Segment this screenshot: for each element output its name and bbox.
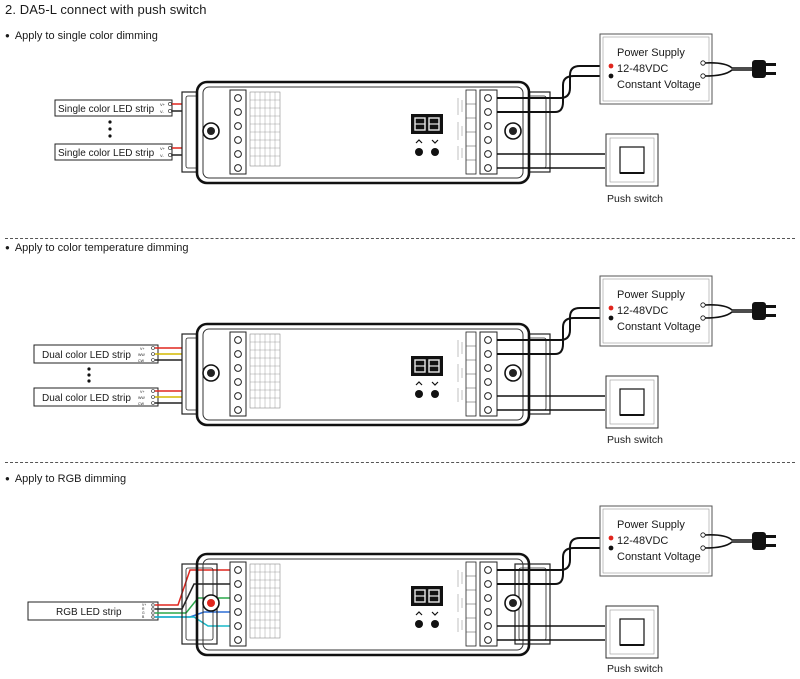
svg-text:V+: V+: [140, 390, 145, 394]
wiring-diagram-rgb: RGB LED strip V+RGB: [27, 505, 776, 675]
bullet-icon: ●: [5, 474, 10, 483]
push-switch: Push switch: [605, 133, 663, 205]
page-title: 2. DA5-L connect with push switch: [5, 2, 207, 17]
power-supply-mode: Constant Voltage: [617, 321, 701, 333]
led-strip-label: Single color LED strip: [58, 148, 155, 159]
power-supply-label: Power Supply: [617, 519, 685, 531]
svg-text:V+: V+: [160, 146, 166, 151]
ellipsis-dots: [108, 120, 112, 138]
bullet-icon: ●: [5, 31, 10, 40]
led-strip-label: Single color LED strip: [58, 104, 155, 115]
led-strip: Single color LED strip V+ V-: [54, 143, 173, 161]
svg-text:V+: V+: [142, 603, 146, 607]
power-plug-icon: [752, 60, 776, 78]
section-heading-text: Apply to RGB dimming: [14, 473, 127, 485]
push-switch-label: Push switch: [607, 663, 663, 675]
power-supply: Power Supply 12-48VDC Constant Voltage: [599, 275, 713, 347]
power-supply-mode: Constant Voltage: [617, 551, 701, 563]
wiring-diagram-color-temperature: Dual color LED strip V+ WW CW Dual color L…: [33, 275, 776, 446]
bullet-icon: ●: [5, 243, 10, 252]
push-switch: Push switch: [605, 605, 663, 675]
svg-text:CW: CW: [138, 359, 145, 363]
svg-text:WW: WW: [138, 353, 145, 357]
led-strip: Dual color LED strip V+ WW CW: [33, 387, 159, 407]
da5-l-controller: [181, 80, 551, 185]
da5-l-controller: [181, 552, 551, 657]
svg-text:G: G: [142, 611, 145, 615]
power-supply: Power Supply 12-48VDC Constant Voltage: [599, 505, 713, 577]
power-supply-label: Power Supply: [617, 47, 685, 59]
power-supply: Power Supply 12-48VDC Constant Voltage: [599, 33, 713, 105]
push-switch-label: Push switch: [607, 434, 663, 446]
led-strip-label: Dual color LED strip: [42, 350, 131, 361]
svg-text:V-: V-: [160, 153, 164, 158]
led-strip: RGB LED strip V+RGB: [27, 601, 159, 621]
section-heading-color-temperature: ● Apply to color temperature dimming: [5, 242, 188, 254]
section-divider: [5, 462, 795, 463]
svg-text:R: R: [142, 607, 145, 611]
svg-text:CW: CW: [138, 402, 145, 406]
power-plug-icon: [752, 532, 776, 550]
svg-text:V-: V-: [160, 109, 164, 114]
led-strip-label: RGB LED strip: [56, 607, 122, 618]
led-strip-label: Dual color LED strip: [42, 393, 131, 404]
power-supply-voltage: 12-48VDC: [617, 63, 668, 75]
push-switch-label: Push switch: [607, 193, 663, 205]
section-heading-text: Apply to single color dimming: [14, 30, 158, 42]
power-supply-mode: Constant Voltage: [617, 79, 701, 91]
power-supply-voltage: 12-48VDC: [617, 305, 668, 317]
power-plug-icon: [752, 302, 776, 320]
ellipsis-dots: [87, 367, 91, 383]
push-switch: Push switch: [605, 375, 663, 446]
led-strip: Single color LED strip V+ V-: [54, 99, 173, 117]
power-supply-voltage: 12-48VDC: [617, 535, 668, 547]
power-supply-label: Power Supply: [617, 289, 685, 301]
section-divider: [5, 238, 795, 239]
section-heading-rgb: ● Apply to RGB dimming: [5, 473, 126, 485]
svg-text:V+: V+: [140, 347, 145, 351]
wiring-diagram-single-color: Single color LED strip V+ V- Single color…: [54, 33, 776, 205]
section-heading-single-color: ● Apply to single color dimming: [5, 30, 158, 42]
svg-text:WW: WW: [138, 396, 145, 400]
section-heading-text: Apply to color temperature dimming: [14, 242, 189, 254]
svg-text:B: B: [142, 615, 145, 619]
da5-l-controller: [181, 322, 551, 427]
svg-text:V+: V+: [160, 102, 166, 107]
led-strip: Dual color LED strip V+ WW CW: [33, 344, 159, 364]
